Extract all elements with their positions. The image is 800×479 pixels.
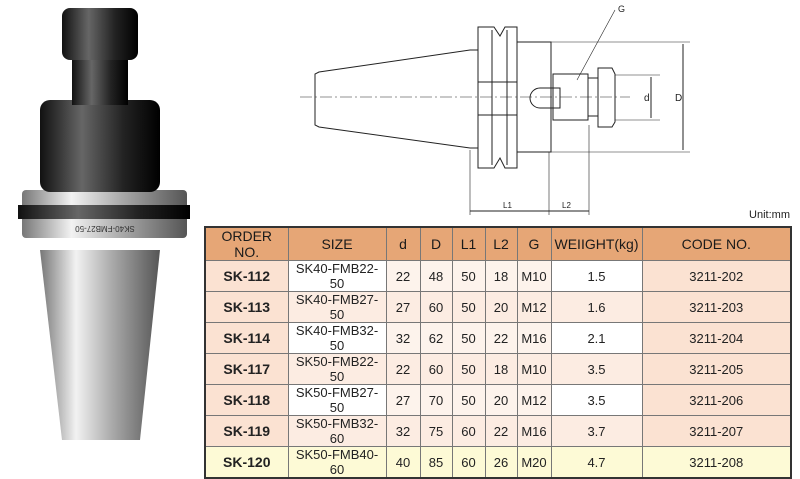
cell-L2: 18: [484, 260, 518, 292]
cell-weight: 3.5: [550, 353, 643, 385]
cell-L1: 50: [451, 353, 486, 385]
cell-D: 48: [419, 260, 453, 292]
cell-L1: 60: [451, 446, 486, 479]
cell-G: M16: [516, 322, 552, 354]
header-size: SIZE: [287, 226, 387, 261]
cell-d: 27: [385, 384, 421, 416]
cell-weight: 1.6: [550, 291, 643, 323]
header-code-no: CODE NO.: [641, 226, 792, 261]
cell-order-no: SK-113: [204, 291, 289, 323]
cell-L1: 50: [451, 291, 486, 323]
cell-G: M12: [516, 384, 552, 416]
cell-L1: 50: [451, 384, 486, 416]
cell-G: M20: [516, 446, 552, 479]
tool-holder-photo: SK40-FMB27-50: [18, 8, 190, 440]
cell-code-no: 3211-208: [641, 446, 792, 479]
cell-code-no: 3211-206: [641, 384, 792, 416]
cell-order-no: SK-118: [204, 384, 289, 416]
technical-drawing: G d D L1 L2: [300, 4, 690, 215]
cell-weight: 4.7: [550, 446, 643, 479]
cell-weight: 2.1: [550, 322, 643, 354]
label-L2: L2: [562, 201, 571, 210]
header-L1: L1: [451, 226, 486, 261]
header-G: G: [516, 226, 552, 261]
header-L2: L2: [484, 226, 518, 261]
cell-G: M16: [516, 415, 552, 447]
cell-L2: 18: [484, 353, 518, 385]
cell-size: SK50-FMB27-50: [287, 384, 387, 416]
header-weight: WEIIGHT(kg): [550, 226, 643, 261]
cell-G: M10: [516, 260, 552, 292]
cell-L2: 20: [484, 384, 518, 416]
spec-table: ORDER NO. SIZE d D L1 L2 G WEIIGHT(kg) C…: [204, 226, 792, 479]
cell-L2: 26: [484, 446, 518, 479]
cell-d: 22: [385, 260, 421, 292]
cell-d: 27: [385, 291, 421, 323]
unit-label: Unit:mm: [749, 209, 790, 221]
label-L1: L1: [503, 201, 512, 210]
cell-D: 62: [419, 322, 453, 354]
cell-code-no: 3211-202: [641, 260, 792, 292]
cell-L1: 60: [451, 415, 486, 447]
cell-L2: 22: [484, 415, 518, 447]
cell-D: 85: [419, 446, 453, 479]
cell-size: SK40-FMB22-50: [287, 260, 387, 292]
cell-D: 60: [419, 291, 453, 323]
header-D: D: [419, 226, 453, 261]
cell-G: M12: [516, 291, 552, 323]
cell-d: 32: [385, 415, 421, 447]
cell-code-no: 3211-207: [641, 415, 792, 447]
cell-weight: 3.7: [550, 415, 643, 447]
cell-order-no: SK-120: [204, 446, 289, 479]
header-order-no: ORDER NO.: [204, 226, 289, 261]
cell-code-no: 3211-205: [641, 353, 792, 385]
cell-size: SK40-FMB27-50: [287, 291, 387, 323]
cell-size: SK50-FMB32-60: [287, 415, 387, 447]
cell-D: 75: [419, 415, 453, 447]
cell-size: SK40-FMB32-50: [287, 322, 387, 354]
cell-L1: 50: [451, 322, 486, 354]
cell-L2: 22: [484, 322, 518, 354]
cell-size: SK50-FMB40-60: [287, 446, 387, 479]
header-d: d: [385, 226, 421, 261]
cell-weight: 3.5: [550, 384, 643, 416]
cell-d: 22: [385, 353, 421, 385]
cell-d: 40: [385, 446, 421, 479]
cell-L1: 50: [451, 260, 486, 292]
cell-weight: 1.5: [550, 260, 643, 292]
cell-L2: 20: [484, 291, 518, 323]
cell-code-no: 3211-203: [641, 291, 792, 323]
cell-size: SK50-FMB22-50: [287, 353, 387, 385]
cell-order-no: SK-112: [204, 260, 289, 292]
cell-order-no: SK-117: [204, 353, 289, 385]
label-D: D: [675, 93, 682, 104]
label-d: d: [644, 93, 650, 104]
cell-D: 70: [419, 384, 453, 416]
header-row: ORDER NO. SIZE d D L1 L2 G WEIIGHT(kg) C…: [204, 226, 792, 261]
cell-G: M10: [516, 353, 552, 385]
cell-D: 60: [419, 353, 453, 385]
label-G: G: [618, 4, 625, 14]
cell-order-no: SK-119: [204, 415, 289, 447]
cell-code-no: 3211-204: [641, 322, 792, 354]
cell-order-no: SK-114: [204, 322, 289, 354]
svg-text:SK40-FMB27-50: SK40-FMB27-50: [75, 224, 135, 233]
cell-d: 32: [385, 322, 421, 354]
